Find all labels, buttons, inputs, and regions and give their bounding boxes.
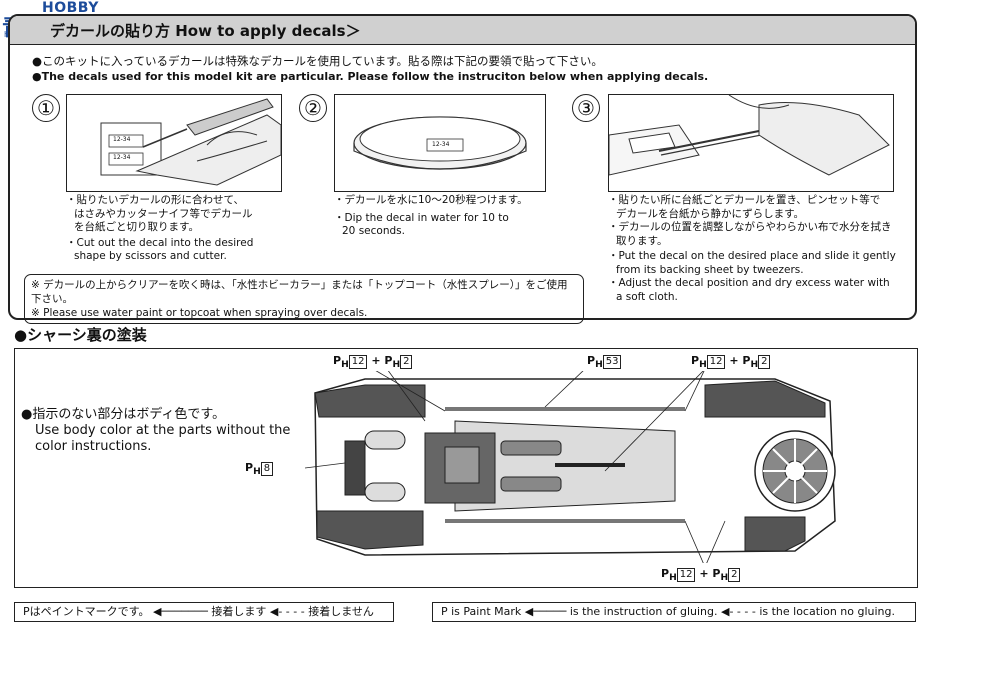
step-2-jp-1: ・デカールを水に10〜20秒程つけます。	[334, 194, 528, 206]
plus: +	[371, 354, 381, 367]
paint-type: H	[341, 359, 349, 371]
step-2-en-2: 20 seconds.	[342, 225, 405, 237]
step-1-en-2: shape by scissors and cutter.	[74, 250, 227, 262]
step-3-number: ③	[572, 94, 600, 122]
step-2-tag: 12-34	[432, 141, 450, 148]
paint-mark: P	[245, 461, 254, 474]
chassis-en-2: color instructions.	[35, 439, 152, 454]
paint-type: H	[699, 359, 707, 371]
note-jp: ※ デカールの上からクリアーを吹く時は、「水性ホビーカラー」または「トップコート…	[31, 279, 568, 305]
plus: +	[729, 354, 739, 367]
legend-jp-paint-mark: Pはペイントマークです。	[23, 605, 150, 618]
step-3-en-3: ・Adjust the decal position and dry exces…	[608, 277, 890, 289]
step-1-tag-a: 12-34	[113, 136, 131, 143]
step-2-number: ②	[299, 94, 327, 122]
paint-mark: P	[691, 354, 700, 367]
solid-arrow-icon: ◀─────	[524, 605, 567, 618]
decal-intro-jp: ●このキットに入っているデカールは特殊なデカールを使用しています。貼る際は下記の…	[32, 54, 603, 68]
paint-type: H	[392, 359, 401, 371]
step-3-en-1: ・Put the decal on the desired place and …	[608, 250, 896, 262]
decal-spray-note: ※ デカールの上からクリアーを吹く時は、「水性ホビーカラー」または「トップコート…	[24, 274, 584, 324]
legend-en-paint-mark: P is Paint Mark	[441, 605, 522, 618]
chassis-underside-drawing	[305, 371, 836, 563]
step-1-jp-2: はさみやカッターナイフ等でデカール	[74, 207, 253, 220]
step-1-en-1: ・Cut out the decal into the desired	[66, 236, 254, 249]
chassis-instructions: ●指示のない部分はボディ色です。 Use body color at the p…	[21, 407, 290, 455]
paint-mark: P	[742, 354, 751, 367]
step-3-text: ・貼りたい所に台紙ごとデカールを置き、ピンセット等で デカールを台紙から静かにず…	[608, 194, 896, 304]
paint-mark: P	[384, 354, 393, 367]
note-en: ※ Please use water paint or topcoat when…	[31, 307, 368, 319]
step-3-jp-3: ・デカールの位置を調整しながらやわらかい布で水分を拭き	[608, 221, 892, 233]
paint-mark: P	[587, 354, 596, 367]
step-3-en-2: from its backing sheet by tweezers.	[616, 263, 804, 276]
step-3-jp-4: 取ります。	[616, 234, 668, 247]
paint-type: H	[720, 572, 729, 584]
legend-en: P is Paint Mark ◀───── is the instructio…	[432, 602, 916, 622]
paint-type: H	[750, 359, 759, 371]
step-1-number: ①	[32, 94, 60, 122]
step-1-illustration: 12-34 12-34	[66, 94, 282, 192]
step-2-en-1: ・Dip the decal in water for 10 to	[334, 211, 509, 224]
legend-en-glue: is the instruction of gluing.	[569, 605, 718, 618]
chassis-jp: ●指示のない部分はボディ色です。	[21, 407, 226, 422]
legend-jp-no-glue: 接着しません	[308, 605, 374, 618]
tweezers-sliding-illustration	[609, 95, 890, 176]
paint-mark: P	[333, 354, 342, 367]
step-3-jp-2: デカールを台紙から静かにずらします。	[616, 207, 805, 220]
decal-intro-en: ●The decals used for this model kit are …	[32, 70, 709, 83]
step-2-text: ・デカールを水に10〜20秒程つけます。 ・Dip the decal in w…	[334, 194, 528, 239]
dashed-arrow-icon: ◀- - - -	[269, 605, 305, 618]
paint-mark: P	[712, 567, 721, 580]
step-2-illustration: 12-34	[334, 94, 546, 192]
paint-type: H	[595, 359, 603, 371]
paint-number: 53	[602, 355, 622, 369]
step-3-jp-1: ・貼りたい所に台紙ごとデカールを置き、ピンセット等で	[608, 194, 881, 206]
chassis-section-title: ●シャーシ裏の塗装	[14, 326, 147, 344]
paint-number: 12	[706, 355, 726, 369]
paint-type: H	[669, 572, 677, 584]
legend-jp-glue: 接着します	[211, 605, 267, 618]
step-3-illustration	[608, 94, 894, 192]
step-1-jp-1: ・貼りたいデカールの形に合わせて、	[66, 194, 244, 206]
plus: +	[699, 567, 709, 580]
chassis-painting-panel: ●指示のない部分はボディ色です。 Use body color at the p…	[14, 348, 918, 588]
cutting-decal-illustration	[100, 98, 281, 186]
decal-instructions-panel: デカールの貼り方 How to apply decals＞ ●このキットに入って…	[8, 14, 917, 324]
chassis-en-1: Use body color at the parts without the	[35, 423, 291, 438]
paint-number: 12	[348, 355, 368, 369]
dashed-arrow-icon: ◀- - - -	[720, 605, 756, 618]
legend-en-no-glue: is the location no gluing.	[759, 605, 896, 618]
paint-number: 2	[400, 355, 413, 369]
step-1-tag-b: 12-34	[113, 154, 131, 161]
decal-title: デカールの貼り方 How to apply decals＞	[50, 22, 361, 40]
paint-number: 8	[260, 462, 274, 476]
paint-number: 2	[728, 568, 741, 582]
paint-mark: P	[661, 567, 670, 580]
legend-jp: Pはペイントマークです。 ◀─────── 接着します ◀- - - - 接着し…	[14, 602, 394, 622]
water-dish-illustration	[353, 116, 527, 170]
step-3-en-4: a soft cloth.	[616, 290, 678, 303]
solid-arrow-icon: ◀───────	[153, 605, 208, 618]
step-1-jp-3: を台紙ごと切り取ります。	[74, 221, 199, 233]
decal-header: デカールの貼り方 How to apply decals＞	[10, 16, 915, 45]
step-1-text: ・貼りたいデカールの形に合わせて、 はさみやカッターナイフ等でデカール を台紙ご…	[66, 194, 253, 264]
paint-number: 2	[758, 355, 771, 369]
paint-number: 12	[676, 568, 696, 582]
paint-type: H	[253, 466, 261, 478]
